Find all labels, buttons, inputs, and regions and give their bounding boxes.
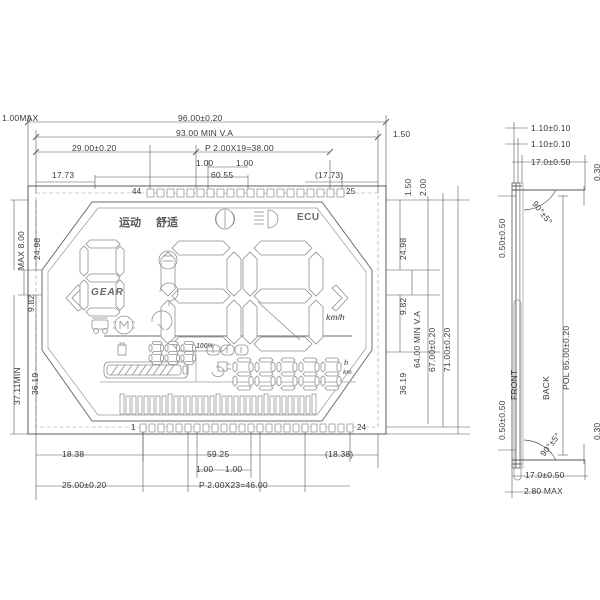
dim-h-6700: 67.00±0.20 [427, 327, 437, 372]
dim-bottom-gap-a: 1.00 [196, 464, 214, 474]
dim-ticks-top [24, 118, 390, 156]
dim-sub-len: 60.55 [211, 170, 234, 180]
icon-hook-b [159, 282, 179, 306]
dim-right-3619: 36.19 [398, 372, 408, 395]
dim-pol: POL 65.00±0.20 [561, 325, 571, 390]
dim-overall-width: 96.00±0.20 [178, 113, 223, 123]
dim-left-small: 17.73 [52, 170, 75, 180]
mode-sport-label: 运动 [119, 216, 141, 229]
dim-va-height: 64.00 MIN V.A [412, 310, 422, 368]
dim-bottom-gap-b: 1.00 [225, 464, 243, 474]
speed-unit-label: km/h [326, 313, 345, 322]
dim-pitch-bottom: P 2.00X23=46.00 [199, 480, 268, 490]
parking-brake-icon [91, 317, 109, 334]
hex-outline-outer [41, 201, 373, 422]
dim-lines-right [386, 186, 470, 435]
label-back: BACK [541, 376, 551, 400]
hex-outline-inner [47, 207, 367, 416]
dim-pitch-top: P 2.00X19=38.00 [205, 143, 274, 153]
dim-t-050-top: 0.50±0.50 [497, 218, 507, 258]
dim-t-030-top: 0.30 [592, 163, 600, 181]
high-beam-icon [214, 208, 236, 230]
percent-sign: 100% [196, 343, 214, 350]
dim-bottom-5925: 59.25 [207, 449, 230, 459]
gear-digit [79, 239, 125, 317]
dim-t-170-bottom: 17.0±0.50 [525, 470, 565, 480]
odo-unit-km: km [343, 370, 352, 376]
side-view [498, 122, 588, 498]
label-front: FRONT [509, 369, 519, 400]
dim-right-small: (17.73) [315, 170, 344, 180]
odo-unit-h: h [344, 360, 349, 367]
battery-icon [117, 342, 127, 356]
gear-label: GEAR [91, 287, 124, 298]
pin-bottom-end: 24 [357, 423, 367, 432]
mode-comfort-label: 舒适 [156, 216, 178, 229]
tacho-bargraph [119, 393, 317, 415]
chevron-right-icon [331, 284, 349, 312]
dim-corner-max: 1.00MAX [2, 113, 39, 123]
dim-t-050-bottom: 0.50±0.50 [497, 400, 507, 440]
dim-bottom-2500: 25.00±0.20 [62, 480, 107, 490]
dim-edge-150: 1.50 [393, 129, 411, 139]
dim-t-110-b: 1.10±0.10 [531, 139, 571, 149]
odo-digits [232, 357, 342, 391]
plug-charge-icon [211, 361, 231, 378]
dim-right-2498: 24.98 [398, 237, 408, 260]
dim-bottom-left-1838: 18.38 [62, 449, 85, 459]
motor-m-icon [113, 315, 135, 335]
dim-left-2498: 24.98 [32, 237, 42, 260]
odo-indicator [206, 344, 249, 356]
dim-t-030-bottom: 0.30 [592, 422, 600, 440]
dim-left-982: 9.82 [26, 294, 36, 312]
dim-t-170-top: 17.0±0.50 [531, 157, 571, 167]
pin-top-end: 25 [346, 187, 356, 196]
dim-lines-left [10, 199, 42, 435]
dim-gap-a-top: 1.00 [196, 158, 214, 168]
percent-digits [148, 341, 196, 365]
dim-va-width: 93.00 MIN V.A [176, 128, 234, 138]
dim-h-7100: 71.00±0.20 [442, 327, 452, 372]
dim-tick-150: 1.50 [403, 178, 413, 196]
dim-t-110-a: 1.10±0.10 [531, 123, 571, 133]
dim-t-280: 2.80 MAX [524, 486, 563, 496]
pin-row-bottom [139, 423, 354, 433]
dim-gap-b-top: 1.00 [236, 158, 254, 168]
battery-level-bar [103, 361, 189, 379]
dim-max-800: MAX 8.00 [16, 231, 26, 270]
speed-digit-1 [160, 240, 242, 352]
dim-lines-bottom [35, 432, 379, 500]
dim-lines-top [27, 115, 387, 193]
ecu-label: ECU [297, 212, 320, 223]
icon-circle-a [158, 250, 178, 270]
pin-row-top [146, 188, 345, 198]
icon-gauge-c [151, 310, 173, 331]
dim-left-offset: 29.00±0.20 [72, 143, 117, 153]
low-beam-icon [254, 209, 279, 229]
dim-right-982: 9.82 [398, 297, 408, 315]
speed-digit-2 [242, 240, 324, 352]
dim-tick-200: 2.00 [418, 178, 428, 196]
view-area-dashed [35, 192, 379, 428]
dim-3711min: 37.11MIN [12, 367, 22, 405]
glass-outline [27, 185, 387, 435]
dim-bottom-right-1838: (18.38) [325, 449, 354, 459]
dim-left-3619: 36.19 [30, 372, 40, 395]
pin-bottom-start: 1 [131, 423, 136, 432]
pin-top-start: 44 [132, 187, 142, 196]
